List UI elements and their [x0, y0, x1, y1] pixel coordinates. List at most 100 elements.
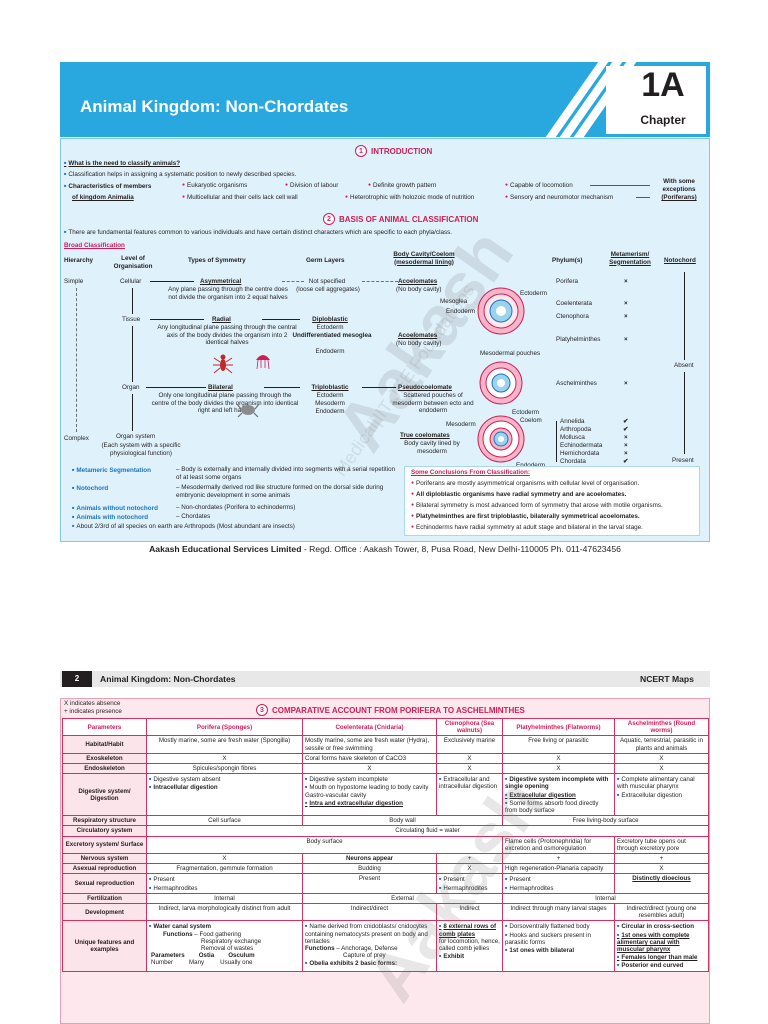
- arrow: [264, 387, 300, 388]
- arrow: [132, 326, 133, 382]
- table-cell: PresentHermaphrodites: [436, 873, 503, 894]
- header-cell: Porifera (Sponges): [146, 717, 303, 737]
- label-complex: Complex: [64, 435, 89, 442]
- table-row: Unique features and examples Water canal…: [62, 920, 709, 972]
- cavity-note: (No body cavity): [396, 286, 442, 293]
- phylum-porifera: Porifera: [556, 278, 579, 285]
- table-cell: Extracellular and intracellular digestio…: [436, 773, 503, 817]
- conclusion-item: Platyhelminthes are first triploblastic,…: [411, 513, 640, 521]
- notochord-line: [684, 372, 685, 454]
- table-cell: Mostly marine, some are fresh water (Hyd…: [302, 735, 437, 754]
- page2-series: NCERT Maps: [640, 674, 694, 684]
- mark-absent: ×: [624, 380, 628, 387]
- phylum-coelenterata: Coelenterata: [556, 300, 593, 307]
- table-header-row: Parameters Porifera (Sponges) Coelentera…: [62, 717, 709, 737]
- chapter-box: [606, 66, 706, 134]
- mark-present: ✔: [623, 458, 629, 465]
- note-value: About 2/3rd of all species on earth are …: [72, 522, 294, 531]
- germ-layer: Endoderm: [315, 408, 345, 415]
- sym-bilateral: Bilateral: [208, 384, 233, 391]
- char-item: Multicellular and their cells lack cell …: [182, 194, 298, 202]
- table-cell: Exclusively marine: [436, 735, 503, 754]
- page-title: Animal Kingdom: Non-Chordates: [80, 97, 349, 116]
- section-basis: 2 BASIS OF ANIMAL CLASSIFICATION: [323, 212, 478, 226]
- label-endoderm: Endoderm: [516, 462, 545, 470]
- note-value: – Non-chordates (Porifera to echinoderms…: [176, 504, 296, 511]
- page2-header: [60, 671, 710, 687]
- exceptions-poriferans: (Poriferans): [661, 194, 697, 201]
- bracket: [556, 421, 557, 462]
- conclusions-heading: Some Conclusions From Classification:: [411, 469, 530, 476]
- mark-absent: ×: [624, 442, 628, 449]
- spider-icon: [212, 352, 234, 376]
- table-cell: Coral forms have skeleton of CaCO3: [302, 752, 437, 765]
- conclusions-box: Some Conclusions From Classification: Po…: [404, 466, 700, 536]
- coelomate-cross-section: [476, 414, 526, 464]
- row-header: Sexual reproduction: [62, 873, 147, 894]
- germ-loose: (loose cell aggregates): [296, 286, 360, 293]
- level-organ-system: Organ system: [116, 433, 156, 440]
- note-row: Notochord: [72, 484, 108, 493]
- char-item: Heterotrophic with holozoic mode of nutr…: [345, 194, 474, 202]
- cavity-acoelomates: Acoelomates: [398, 278, 438, 285]
- note-value: – Mesodermally derived rod like structur…: [176, 484, 384, 499]
- phylum-annelida: Annelida: [560, 418, 585, 425]
- characteristics-label: Characteristics of members: [64, 182, 151, 191]
- notochord-absent: Absent: [674, 362, 694, 369]
- cavity-pseudocoelomate: Pseudocoelomate: [398, 384, 452, 391]
- arrow: [262, 319, 300, 320]
- col-germ: Germ Layers: [306, 257, 345, 264]
- chapter-number: 1A: [641, 66, 685, 104]
- table-cell: Free living or parasitic: [502, 735, 615, 754]
- notochord-present: Present: [672, 457, 694, 464]
- row-header: Endoskeleton: [62, 763, 147, 775]
- germ-layer: Mesoderm: [315, 400, 345, 407]
- arrow: [146, 387, 206, 388]
- conclusion-item: Echinoderms have radial symmetry at adul…: [411, 524, 643, 532]
- comparison-table: Parameters Porifera (Sponges) Coelentera…: [62, 717, 709, 972]
- table-cell: Indirect, larva morphologically distinct…: [146, 903, 303, 922]
- table-row: Exoskeleton X Coral forms have skeleton …: [62, 752, 709, 765]
- label-ectoderm: Ectoderm: [520, 290, 547, 297]
- table-cell: Indirect/direct (young one resembles adu…: [614, 903, 709, 922]
- cavity-note: (No body cavity): [396, 340, 442, 347]
- note-row: Animals with notochord: [72, 513, 148, 522]
- table-cell: X: [502, 763, 615, 775]
- legend-absence: X indicates absence: [64, 700, 121, 707]
- table-row: Habitat/Habit Mostly marine, some are fr…: [62, 735, 709, 754]
- col-body-cavity: Body Cavity/Coelom (mesodermal lining): [393, 251, 455, 266]
- table-cell: Fragmentation, gemmule formation: [146, 863, 303, 875]
- col-metamerism: Metamerism/ Segmentation: [609, 251, 651, 266]
- col-hierarchy: Hierarchy: [64, 257, 94, 264]
- sym-radial-note: Any longitudinal plane passing through t…: [157, 324, 297, 347]
- basis-intro: There are fundamental features common to…: [64, 228, 452, 237]
- row-header: Exoskeleton: [62, 752, 147, 765]
- section-comparative: 3 COMPARATIVE ACCOUNT FROM PORIFERA TO A…: [256, 703, 525, 717]
- row-header: Excretory system/ Surface: [62, 835, 147, 855]
- phylum-arthropoda: Arthropoda: [560, 426, 592, 433]
- phylum-aschelminthes: Aschelminthes: [556, 380, 597, 387]
- cavity-acoelomates: Acoelomates: [398, 332, 438, 339]
- table-cell: Aquatic, terrestrial, parasitic in plant…: [614, 735, 709, 754]
- characteristics-label-2: of kingdom Animalia: [72, 194, 134, 201]
- col-symmetry: Types of Symmetry: [188, 257, 246, 264]
- table-cell: Indirect through many larval stages: [502, 903, 615, 922]
- col-phylum: Phylum(s): [552, 257, 583, 264]
- phylum-ctenophora: Ctenophora: [556, 313, 589, 320]
- page2-title: Animal Kingdom: Non-Chordates: [100, 674, 236, 684]
- section-heading: BASIS OF ANIMAL CLASSIFICATION: [339, 214, 479, 224]
- table-cell: Indirect: [436, 903, 503, 922]
- mark-absent: ×: [624, 434, 628, 441]
- cavity-pseudo-note: Scattered pouches of mesoderm between ec…: [392, 392, 474, 415]
- page-number: 2: [62, 671, 92, 687]
- row-header: Circulatory system: [62, 825, 147, 837]
- germ-not-specified: Not specified: [308, 278, 346, 285]
- section-number: 2: [323, 213, 335, 225]
- table-cell: Circular in cross-section 1st ones with …: [614, 920, 709, 972]
- phylum-platyhelminthes: Platyhelminthes: [556, 336, 601, 343]
- table-cell: Digestive system incomplete with single …: [502, 773, 615, 817]
- pseudocoelom-cross-section: [478, 360, 524, 406]
- arrow: [636, 197, 650, 198]
- level-tissue: Tissue: [122, 316, 141, 323]
- table-row: Sexual reproduction PresentHermaphrodite…: [62, 873, 709, 894]
